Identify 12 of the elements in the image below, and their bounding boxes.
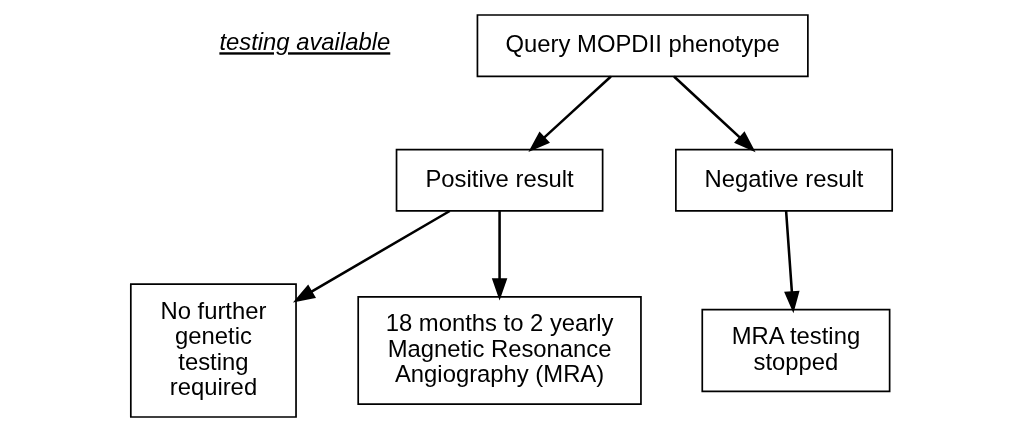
arrow bbox=[784, 210, 800, 314]
arrow bbox=[673, 75, 756, 153]
node-box: Negative result bbox=[675, 148, 894, 212]
node-box: Positive result bbox=[395, 148, 604, 212]
label: testing available bbox=[219, 28, 391, 56]
arrow bbox=[528, 75, 612, 153]
node-box: 18 months to 2 yearly Magnetic Resonance Angiography (MRA) bbox=[357, 296, 642, 406]
arrow bbox=[491, 211, 508, 301]
node-box: Query MOPDII phenotype bbox=[476, 14, 809, 78]
node-box: No further genetic testing required bbox=[129, 283, 297, 418]
arrow bbox=[292, 209, 451, 303]
node-box: MRA testing stopped bbox=[701, 308, 891, 393]
